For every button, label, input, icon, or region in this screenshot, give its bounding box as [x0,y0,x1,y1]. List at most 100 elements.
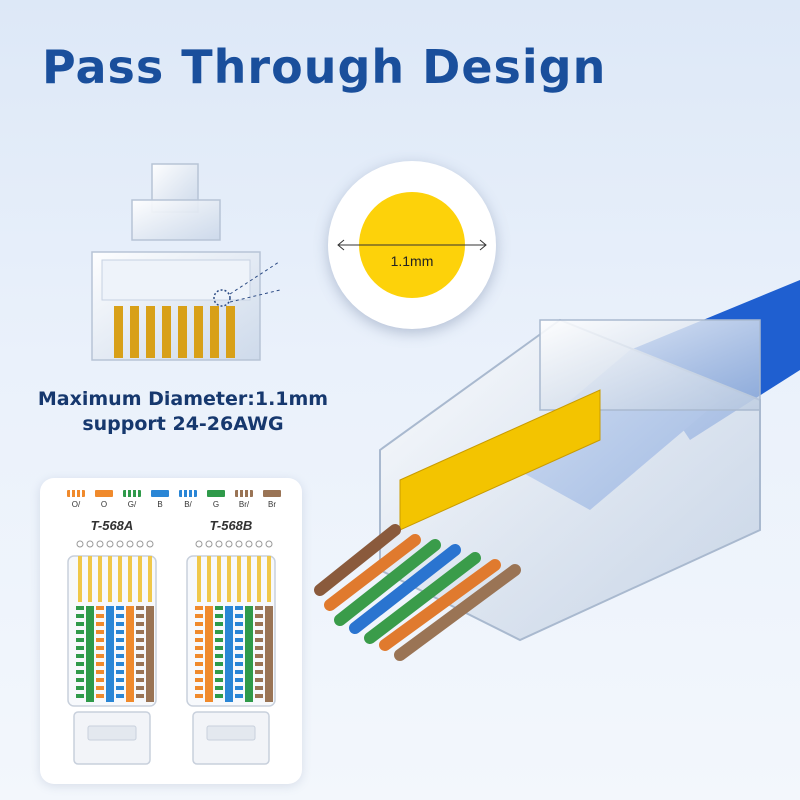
wire-stripe [136,662,144,666]
pin-marker [265,540,273,548]
wiring-standards-card: O/ O G/ B B/ G [40,478,302,784]
gold-contact [257,556,261,602]
wire-stripe [255,694,263,698]
wire-stripe [116,662,124,666]
wire [205,606,213,702]
wire-stripe [96,686,104,690]
wire-stripe [76,670,84,674]
wire [106,606,114,702]
gold-contact [197,556,201,602]
wire-stripe [136,678,144,682]
wire-stripe [76,678,84,682]
wire-stripe [136,614,144,618]
plug-diagram-568b [186,540,276,765]
wire-stripe [96,670,104,674]
wire-stripe [116,638,124,642]
wire-stripe [96,662,104,666]
wire-stripe [215,646,223,650]
wire-stripe [255,662,263,666]
pin-marker [146,540,154,548]
gold-contact [108,556,112,602]
wire-stripe [116,686,124,690]
wire-stripe [235,654,243,658]
color-swatch [179,490,197,497]
wire-stripe [255,614,263,618]
diameter-dimension-line [337,239,487,251]
legend-label: O/ [71,500,81,509]
wire-stripe [116,630,124,634]
color-swatch [235,490,253,497]
wire-stripe [76,622,84,626]
color-swatch [123,490,141,497]
wire-stripe [195,678,203,682]
wire-stripe [235,606,243,610]
wire-stripe [195,614,203,618]
connector-with-cable-illustration [314,280,800,661]
wire-stripe [235,694,243,698]
pin-marker [106,540,114,548]
pin-marker [96,540,104,548]
wire-stripe [235,630,243,634]
wire-stripe [136,638,144,642]
wire-stripe [116,606,124,610]
wire-stripe [255,654,263,658]
wire-stripe [136,622,144,626]
legend-label: Br [268,500,276,509]
wire-stripe [96,678,104,682]
wire-stripe [116,670,124,674]
wire-stripe [116,694,124,698]
wire-stripe [195,662,203,666]
pin-marker [255,540,263,548]
pin-marker [126,540,134,548]
latch-slot [87,725,137,741]
wire-stripe [255,646,263,650]
wire-stripe [235,678,243,682]
wire-stripe [195,686,203,690]
wire-stripe [116,654,124,658]
wire-stripe [96,638,104,642]
legend-item: G/ [120,490,144,509]
wire-stripe [76,646,84,650]
wire-stripe [76,638,84,642]
wire-stripe [136,630,144,634]
wire-stripe [255,686,263,690]
wire-stripe [235,670,243,674]
wire-stripe [76,654,84,658]
spec-diameter: Maximum Diameter:1.1mm [37,388,329,410]
wire-stripe [195,638,203,642]
gold-contact [138,556,142,602]
wire-stripe [76,606,84,610]
wire-stripe [136,606,144,610]
wire-stripe [76,694,84,698]
legend-item: O [92,490,116,509]
pin-marker [225,540,233,548]
legend-label: G [212,500,220,509]
gold-contact [98,556,102,602]
legend-item: B/ [176,490,200,509]
wire-stripe [136,654,144,658]
wire-stripe [195,622,203,626]
gold-contact [207,556,211,602]
legend-label: B [157,500,163,509]
wire-stripe [255,638,263,642]
wire [126,606,134,702]
color-swatch [263,490,281,497]
wire-stripe [96,622,104,626]
gold-contact [267,556,271,602]
wire-stripe [235,646,243,650]
legend-item: B [148,490,172,509]
pin-marker [76,540,84,548]
wire-stripe [235,662,243,666]
diameter-label: 1.1mm [390,253,434,269]
wire-stripe [96,606,104,610]
wire-stripe [96,630,104,634]
wire-stripe [255,670,263,674]
gold-contact [217,556,221,602]
wire-stripe [136,670,144,674]
pin-marker [245,540,253,548]
pin-marker [86,540,94,548]
gold-contact [118,556,122,602]
wire-stripe [235,686,243,690]
legend-label: B/ [184,500,192,509]
wire-stripe [255,606,263,610]
